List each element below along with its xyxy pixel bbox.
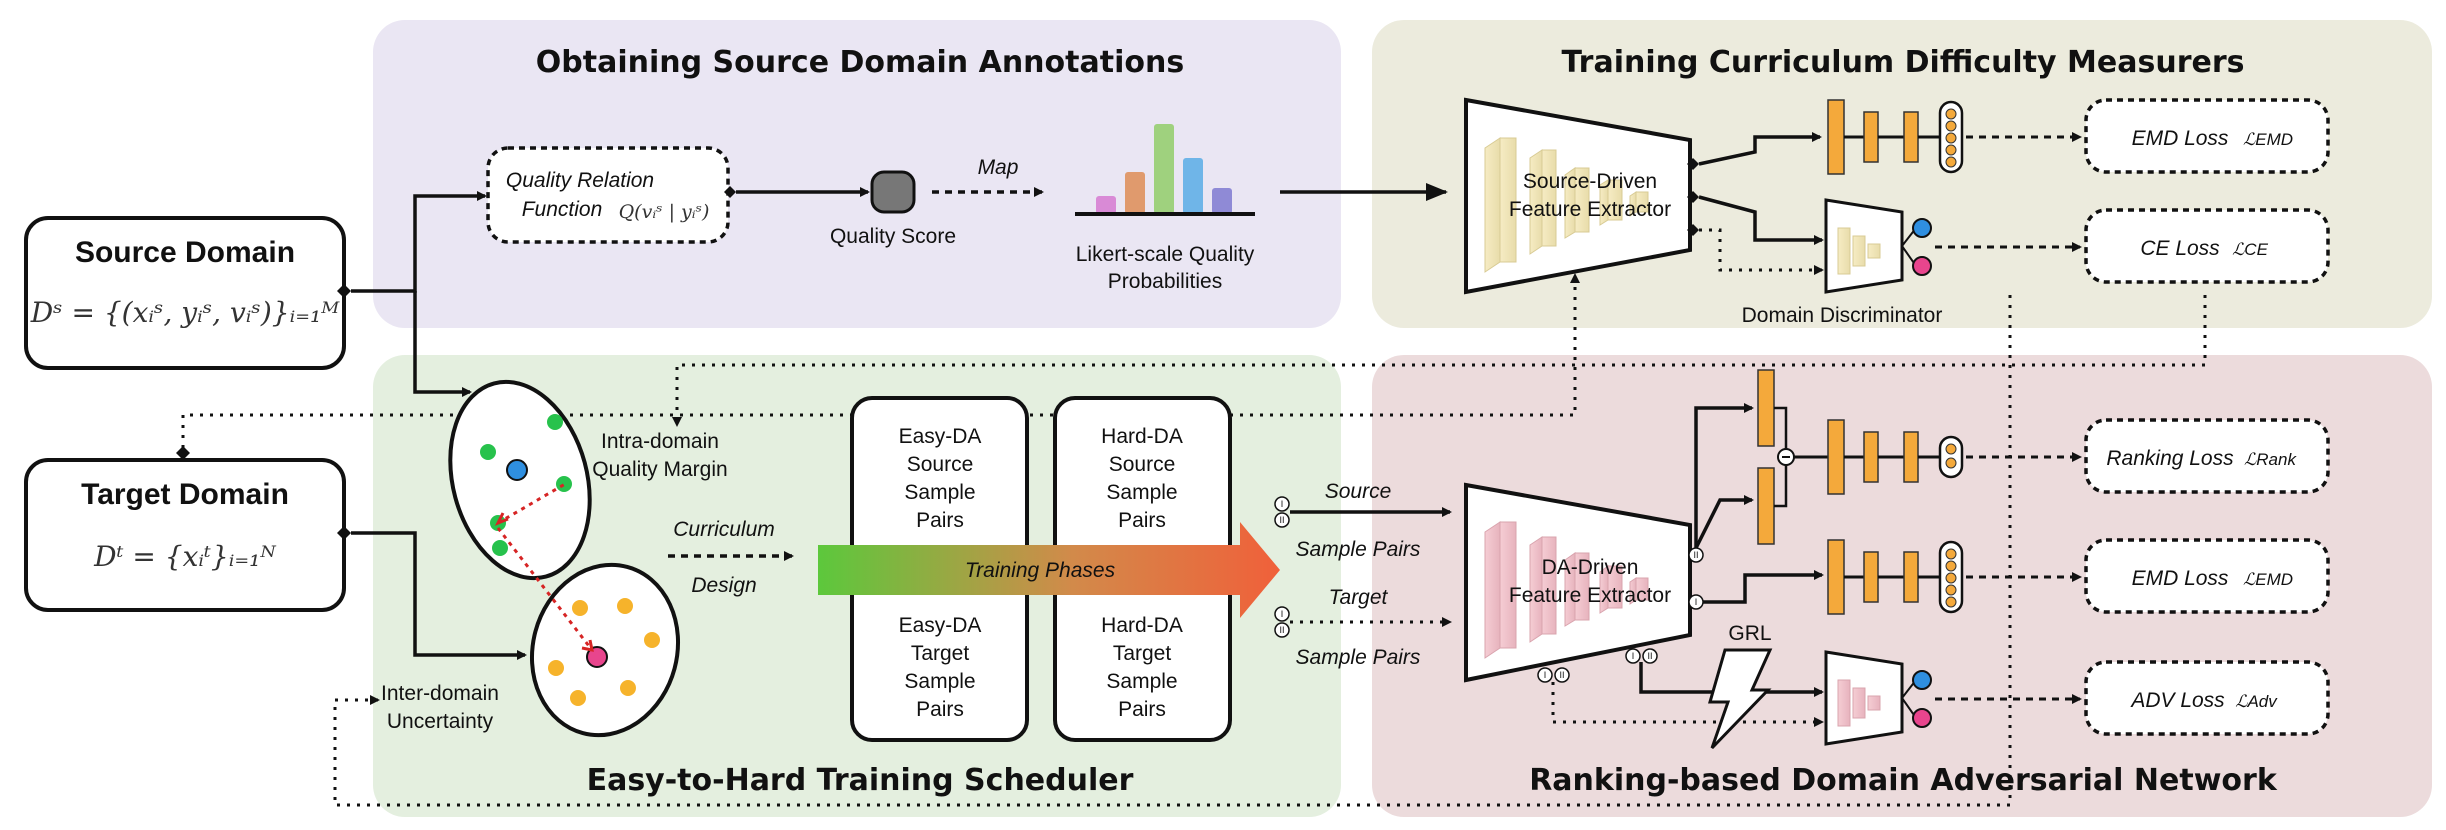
dotted-routes [181, 273, 2207, 807]
da-out-mark-ii: II [1693, 550, 1698, 560]
quality-relation-line2: Function [522, 198, 603, 221]
easy-source-l2: Source [907, 453, 974, 476]
easy-target-l3: Sample [904, 670, 975, 693]
adv-symbol: ℒAdv [2235, 692, 2278, 711]
emd-top-label: EMD Loss [2132, 127, 2229, 150]
target-mark-ii: II [1279, 625, 1284, 635]
grl-lightning: GRL [1708, 622, 1773, 750]
hard-target-l3: Sample [1106, 670, 1177, 693]
da-bot-mark-i: I [1632, 651, 1635, 661]
domain-routes [351, 191, 527, 660]
emd-bottom-label: EMD Loss [2132, 567, 2229, 590]
da-extractor-line2: Feature Extractor [1509, 584, 1671, 607]
target-mark-i: I [1281, 609, 1284, 619]
source-mark-i: I [1281, 499, 1284, 509]
source-extractor-line1: Source-Driven [1523, 170, 1657, 193]
likert-line1: Likert-scale Quality [1076, 243, 1255, 266]
emd-top-symbol: ℒEMD [2243, 130, 2293, 149]
hard-target-l1: Hard-DA [1101, 614, 1183, 637]
target-pairs-input: I II Target Sample Pairs [1274, 586, 1452, 669]
da-extractor-line1: DA-Driven [1542, 556, 1639, 579]
quality-relation-line1: Quality Relation [506, 169, 654, 192]
easy-source-l4: Pairs [916, 509, 964, 532]
adv-loss: ADV Loss ℒAdv [2084, 660, 2330, 736]
intra-domain-line1: Intra-domain [601, 430, 719, 453]
quality-relation-box: Quality Relation Function Q(vᵢˢ | yᵢˢ) [486, 146, 736, 244]
ranking-loss: Ranking Loss ℒRank [2084, 418, 2330, 494]
easy-source-l1: Easy-DA [899, 425, 982, 448]
source-extractor-routes [1698, 132, 1824, 245]
fc-stack-bottom [1827, 539, 1964, 615]
ranking-symbol: ℒRank [2244, 450, 2297, 469]
source-domain-title: Source Domain [75, 236, 295, 269]
panel-title-scheduler: Easy-to-Hard Training Scheduler [587, 763, 1134, 798]
da-dotted-to-discriminator [1551, 682, 1824, 727]
hard-target-l2: Target [1113, 642, 1172, 665]
da-low-mark-ii: II [1559, 670, 1564, 680]
source-feature-extractor: Source-Driven Feature Extractor [1464, 97, 1699, 295]
emd-loss-top: EMD Loss ℒEMD [2084, 98, 2330, 174]
quality-relation-formula: Q(vᵢˢ | yᵢˢ) [619, 201, 710, 223]
source-pairs-line1: Source [1325, 480, 1392, 503]
likert-line2: Probabilities [1108, 270, 1222, 293]
target-domain-formula: Dᵗ = {xᵢᵗ}ᵢ₌₁ᴺ [93, 540, 276, 573]
da-bot-mark-ii: II [1647, 651, 1652, 661]
panel-title-source-annotations: Obtaining Source Domain Annotations [536, 45, 1184, 80]
emd-bottom-symbol: ℒEMD [2243, 570, 2293, 589]
ce-loss: CE Loss ℒCE [2084, 208, 2330, 284]
target-pairs-line2: Sample Pairs [1296, 646, 1421, 669]
domain-discriminator-top: Domain Discriminator [1742, 198, 1943, 327]
target-domain-title: Target Domain [81, 478, 289, 511]
curriculum-line2: Design [691, 574, 756, 597]
training-phases-arrow: Training Phases [818, 522, 1280, 618]
hard-source-l4: Pairs [1118, 509, 1166, 532]
grl-label: GRL [1728, 622, 1771, 645]
source-domain-box: Source Domain Dˢ = {(xᵢˢ, yᵢˢ, vᵢˢ)}ᵢ₌₁ᴹ [24, 216, 351, 370]
target-pairs-line1: Target [1329, 586, 1389, 609]
panel-title-adversarial: Ranking-based Domain Adversarial Network [1529, 763, 2278, 798]
source-pairs-line2: Sample Pairs [1296, 538, 1421, 561]
panel-source-annotations: Obtaining Source Domain Annotations [373, 20, 1341, 328]
likert-histogram: Likert-scale Quality Probabilities [1075, 124, 1255, 293]
easy-source-l3: Sample [904, 481, 975, 504]
da-out-mark-i: I [1695, 597, 1698, 607]
curriculum-line1: Curriculum [673, 518, 775, 541]
inter-domain-line1: Inter-domain [381, 682, 499, 705]
hard-source-l1: Hard-DA [1101, 425, 1183, 448]
ranking-branch [1757, 369, 1964, 545]
map-label: Map [978, 156, 1019, 179]
source-pairs-input: I II Source Sample Pairs [1274, 480, 1452, 561]
inter-domain-cluster: Inter-domain Uncertainty [381, 527, 681, 738]
da-low-mark-i: I [1544, 670, 1547, 680]
domain-discriminator-label: Domain Discriminator [1742, 304, 1943, 327]
quality-score: Quality Score [830, 170, 956, 248]
inter-domain-line2: Uncertainty [387, 710, 494, 733]
training-phases-label: Training Phases [965, 559, 1116, 582]
intra-domain-cluster: Intra-domain Quality Margin [448, 379, 728, 581]
source-extractor-line2: Feature Extractor [1509, 198, 1671, 221]
hard-source-l2: Source [1109, 453, 1176, 476]
emd-loss-bottom: EMD Loss ℒEMD [2084, 538, 2330, 614]
panel-title-curriculum: Training Curriculum Difficulty Measurers [1562, 45, 2245, 80]
hard-target-l4: Pairs [1118, 698, 1166, 721]
target-domain-box: Target Domain Dᵗ = {xᵢᵗ}ᵢ₌₁ᴺ [24, 446, 351, 612]
ce-symbol: ℒCE [2232, 240, 2269, 259]
hard-source-l3: Sample [1106, 481, 1177, 504]
domain-discriminator-bottom [1824, 650, 1932, 746]
quality-score-label: Quality Score [830, 225, 956, 248]
fc-stack-top [1827, 99, 1964, 175]
easy-target-l1: Easy-DA [899, 614, 982, 637]
easy-target-l2: Target [911, 642, 970, 665]
da-feature-extractor: DA-Driven Feature Extractor II I I II I … [1464, 482, 1704, 683]
source-dotted-to-discriminator [1699, 228, 1824, 275]
ce-label: CE Loss [2140, 237, 2220, 260]
source-domain-formula: Dˢ = {(xᵢˢ, yᵢˢ, vᵢˢ)}ᵢ₌₁ᴹ [30, 296, 340, 329]
adv-label: ADV Loss [2129, 689, 2225, 712]
easy-target-l4: Pairs [916, 698, 964, 721]
intra-domain-line2: Quality Margin [592, 458, 727, 481]
source-mark-ii: II [1279, 515, 1284, 525]
ranking-label: Ranking Loss [2106, 447, 2234, 470]
